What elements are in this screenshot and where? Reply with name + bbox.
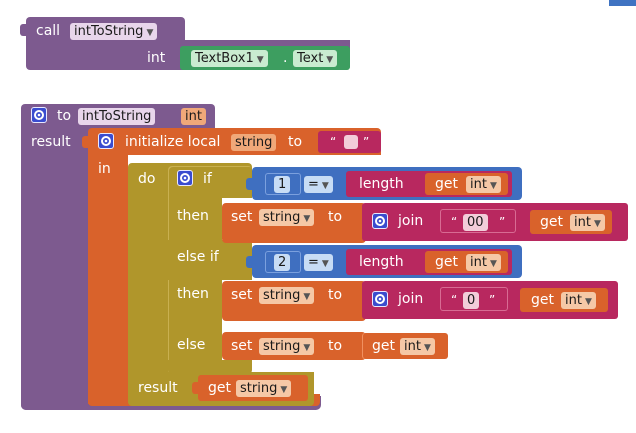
get-var-dropdown-2[interactable]: int▼ [466,254,501,271]
chevron-down-icon: ▼ [280,385,288,395]
get-var-dropdown-result[interactable]: string▼ [236,380,292,397]
to-label: to [288,134,303,150]
quote-open: “ [451,293,458,307]
mutator-gear-icon[interactable] [372,291,388,307]
in-label: in [98,161,111,177]
set-label-1: set [231,209,253,225]
quote-open: “ [451,215,458,229]
join-label-2: join [398,291,424,307]
set-label-2: set [231,287,253,303]
param-int[interactable]: int [181,108,206,125]
result-label: result [31,134,71,150]
set-to-label-2: to [328,287,343,303]
get-var-dropdown-1[interactable]: int▼ [466,176,501,193]
set-var-dropdown-3[interactable]: string▼ [259,338,315,355]
get-label-else: get [372,338,395,354]
property-dropdown[interactable]: Text▼ [293,50,338,67]
call-procedure-dropdown[interactable]: intToString▼ [70,23,158,40]
compare-op-dropdown-1[interactable]: =▼ [304,176,333,193]
quote-close: ” [363,135,370,149]
get-label-then1: get [540,214,563,230]
get-label-1: get [435,176,458,192]
result-label-2: result [138,380,178,396]
chevron-down-icon: ▼ [489,181,497,191]
do-label: do [138,171,156,187]
chevron-down-icon: ▼ [256,55,264,65]
chevron-down-icon: ▼ [326,55,334,65]
set-to-label-3: to [328,338,343,354]
length-label-1: length [359,176,404,192]
chevron-down-icon: ▼ [321,181,329,191]
call-arg-label: int [147,50,166,66]
get-label-2: get [435,254,458,270]
chevron-down-icon: ▼ [321,259,329,269]
length-label-2: length [359,254,404,270]
quote-open: “ [330,135,337,149]
get-var-dropdown-then1[interactable]: int▼ [570,214,605,231]
get-var-dropdown-else[interactable]: int▼ [400,338,435,355]
chevron-down-icon: ▼ [303,343,311,353]
empty-text-field[interactable] [344,135,358,149]
else-label: else [177,337,206,353]
join-label-1: join [398,213,424,229]
mutator-gear-icon[interactable] [98,133,114,149]
set-var-dropdown-2[interactable]: string▼ [259,287,315,304]
component-dropdown[interactable]: TextBox1▼ [191,50,268,67]
chevron-down-icon: ▼ [303,214,311,224]
quote-close: ” [489,293,496,307]
number-field-2[interactable]: 2 [274,254,291,271]
property-dot: . [283,50,288,66]
if-label: if [203,171,212,187]
compare-op-dropdown-2[interactable]: =▼ [304,254,333,271]
then-label-1: then [177,208,209,224]
chevron-down-icon: ▼ [489,259,497,269]
mutator-gear-icon[interactable] [177,170,193,186]
number-field-1[interactable]: 1 [274,176,291,193]
to-keyword: to [57,108,72,124]
procedure-name-field[interactable]: intToString [78,108,156,125]
workspace-corner-button[interactable] [609,0,636,6]
set-to-label-1: to [328,209,343,225]
quote-close: ” [499,215,506,229]
chevron-down-icon: ▼ [593,219,601,229]
get-label-then2: get [531,292,554,308]
mutator-gear-icon[interactable] [372,213,388,229]
get-label-result: get [208,380,231,396]
call-keyword: call [36,23,61,39]
text-field-00[interactable]: 00 [463,214,488,231]
set-var-dropdown-1[interactable]: string▼ [259,209,315,226]
then-label-2: then [177,286,209,302]
chevron-down-icon: ▼ [303,292,311,302]
mutator-gear-icon[interactable] [31,107,47,123]
elseif-label: else if [177,249,219,265]
text-field-0[interactable]: 0 [463,292,480,309]
initialize-local-label: initialize local [125,134,221,150]
chevron-down-icon: ▼ [423,343,431,353]
chevron-down-icon: ▼ [146,28,154,38]
get-var-dropdown-then2[interactable]: int▼ [561,292,596,309]
chevron-down-icon: ▼ [584,297,592,307]
local-variable-name[interactable]: string [231,134,277,151]
set-label-3: set [231,338,253,354]
